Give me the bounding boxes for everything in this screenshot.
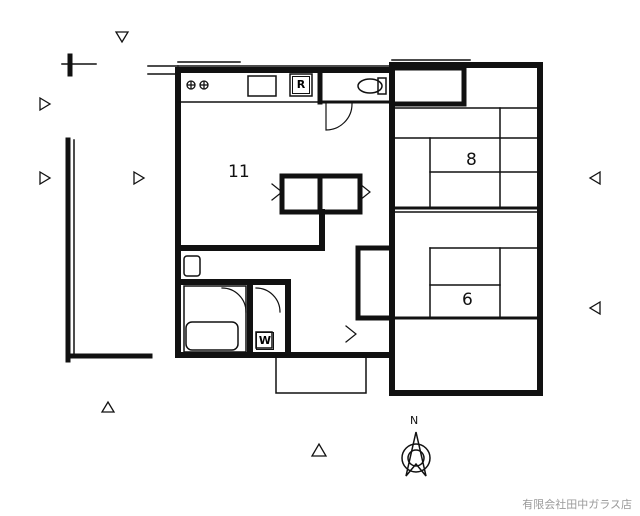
sink-small-icon [183, 255, 201, 277]
tatami-6 [390, 211, 542, 320]
hall-closet [355, 245, 395, 321]
marker-icon [588, 170, 601, 186]
marker-icon [588, 300, 601, 316]
marker-icon [39, 170, 52, 186]
refrigerator-label: R [292, 76, 310, 94]
marker-icon [310, 442, 328, 457]
toilet-room [317, 67, 394, 105]
kitchen-counter [177, 73, 321, 103]
window-lines [147, 59, 471, 75]
veranda [61, 53, 153, 363]
room-label-ldk: 11 [228, 162, 250, 182]
center-cabinet [271, 173, 371, 215]
credit-text: 有限会社田中ガラス店 [522, 498, 632, 511]
sink-icon [247, 75, 277, 97]
tatami-8 [390, 107, 542, 210]
room-label-tatami-8: 8 [466, 150, 477, 170]
closet-8 [389, 65, 541, 109]
elevation-markers [39, 31, 601, 457]
exterior-walls [175, 62, 543, 396]
north-label: N [410, 414, 419, 427]
ldk-walls [175, 209, 325, 358]
marker-icon [114, 31, 130, 44]
refrigerator-box [289, 73, 313, 97]
bathtub-icon [185, 321, 239, 351]
marker-icon [133, 170, 146, 186]
north-arrow-icon [401, 431, 431, 477]
stove-icon [186, 80, 209, 90]
toilet-icon [357, 78, 383, 94]
door-swing-icon [325, 103, 353, 131]
marker-icon [100, 400, 116, 413]
washer-label: W [256, 332, 274, 350]
room-label-tatami-6: 6 [462, 290, 473, 310]
entrance-step [275, 325, 367, 394]
marker-icon [39, 96, 52, 112]
